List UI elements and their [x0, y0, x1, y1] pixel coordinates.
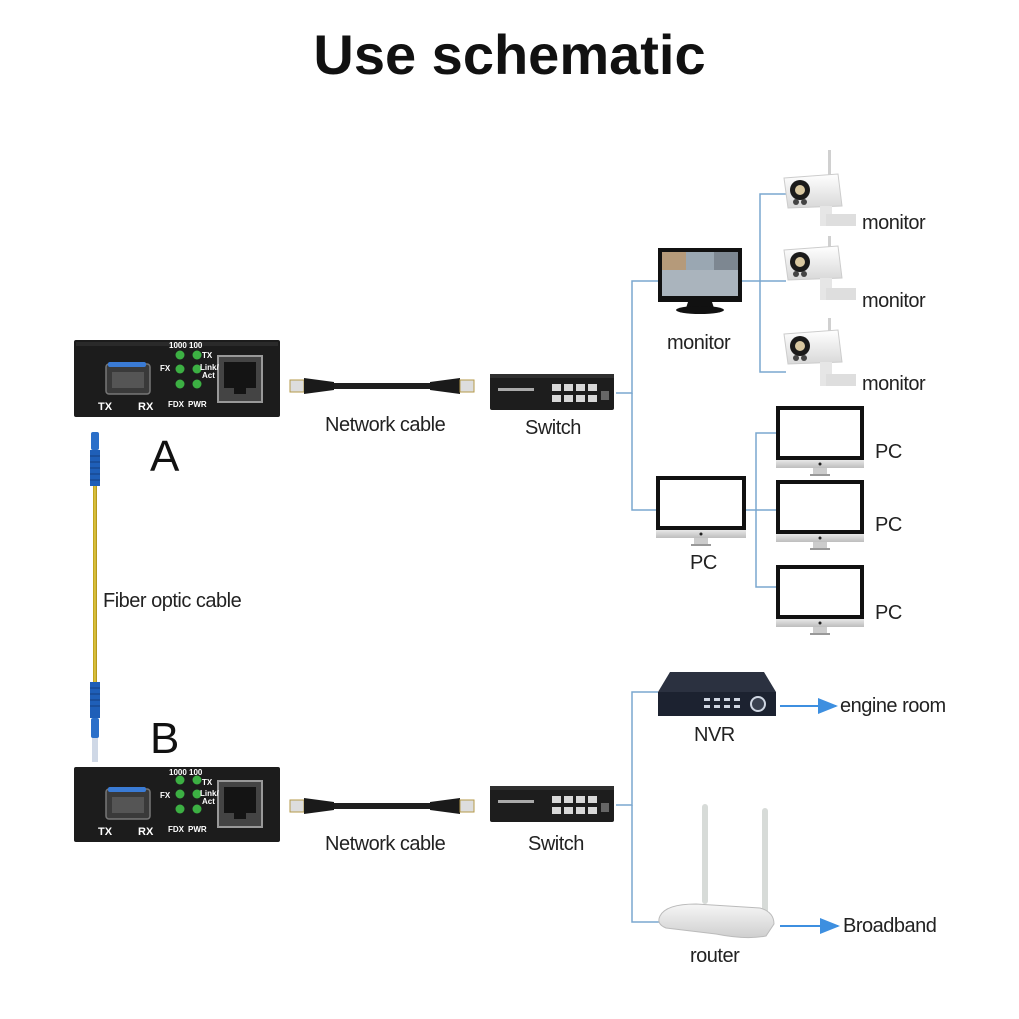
- converter-a-led-header: 1000 100: [169, 341, 203, 350]
- converter-b-label-act: Act: [202, 797, 215, 806]
- line-switch-monitor: [616, 280, 660, 394]
- converter-a-label-pwr: PWR: [188, 400, 207, 409]
- converter-b-label-pwr: PWR: [188, 825, 207, 834]
- connection-lines: [616, 193, 786, 923]
- broadband-label: Broadband: [843, 915, 937, 937]
- converter-a-label-link: Link/: [200, 363, 219, 372]
- converter-b-label-tx: TX: [202, 778, 213, 787]
- network-cable-b-label: Network cable: [325, 833, 446, 855]
- line-switch-router: [631, 805, 660, 923]
- pc-1: [776, 406, 864, 476]
- line-switch-nvr: [616, 691, 658, 806]
- converter-b-label-link: Link/: [200, 789, 219, 798]
- converter-b-port-rx: RX: [138, 826, 154, 838]
- router-label: router: [690, 945, 740, 967]
- line-monitor-camera-1: [742, 193, 786, 282]
- media-converter-b: [74, 767, 280, 842]
- page-title: Use schematic: [313, 23, 706, 86]
- switch-b: [490, 786, 614, 822]
- fiber-cable-label: Fiber optic cable: [103, 590, 242, 612]
- switch-a-label: Switch: [525, 417, 581, 439]
- switch-a: [490, 374, 614, 410]
- converter-a-port-rx: RX: [138, 401, 154, 413]
- converter-b-port-tx: TX: [98, 826, 113, 838]
- camera-3: [783, 318, 856, 386]
- pc-2-label: PC: [875, 514, 902, 536]
- marker-a: A: [150, 432, 180, 481]
- line-pc-pc-3: [755, 510, 778, 588]
- line-monitor-camera-3: [759, 281, 786, 373]
- camera-1: [783, 150, 856, 226]
- monitor-display: [658, 248, 742, 314]
- line-pc-pc-1: [744, 432, 778, 511]
- status-leds: [175, 775, 202, 814]
- fiber-optic-cable: [90, 432, 100, 762]
- line-switch-pc: [631, 393, 658, 511]
- pc-3-label: PC: [875, 602, 902, 624]
- camera-1-label: monitor: [862, 212, 926, 234]
- network-cable-a: [289, 378, 475, 394]
- pc-3: [776, 565, 864, 635]
- camera-2-label: monitor: [862, 290, 926, 312]
- pc-main-label: PC: [690, 552, 717, 574]
- switch-b-label: Switch: [528, 833, 584, 855]
- converter-a-label-act: Act: [202, 371, 215, 380]
- converter-b-label-fdx: FDX: [168, 825, 184, 834]
- media-converter-a: [74, 340, 280, 417]
- pc-main: [656, 476, 746, 546]
- converter-a-port-tx: TX: [98, 401, 113, 413]
- converter-a-label-fx: FX: [160, 364, 171, 373]
- camera-3-label: monitor: [862, 373, 926, 395]
- converter-b-led-header: 1000 100: [169, 768, 203, 777]
- router-device: [658, 804, 775, 939]
- converter-a-label-fdx: FDX: [168, 400, 184, 409]
- converter-a-label-tx: TX: [202, 351, 213, 360]
- nvr-device: [658, 672, 776, 716]
- status-leds: [175, 350, 202, 389]
- marker-b: B: [150, 714, 180, 763]
- camera-2: [783, 236, 856, 300]
- network-cable-b: [289, 798, 475, 814]
- pc-1-label: PC: [875, 441, 902, 463]
- network-cable-a-label: Network cable: [325, 414, 446, 436]
- nvr-label: NVR: [694, 724, 735, 746]
- engine-room-label: engine room: [840, 695, 946, 717]
- converter-b-label-fx: FX: [160, 791, 171, 800]
- pc-2: [776, 480, 864, 550]
- monitor-label: monitor: [667, 332, 731, 354]
